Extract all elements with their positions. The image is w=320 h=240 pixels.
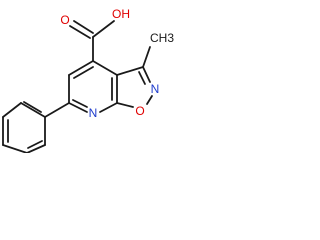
bond-c4-c3a — [92, 60, 118, 76]
hydroxyl-oh-label: OH — [112, 7, 130, 21]
bond-c-o-double-a — [69, 25, 91, 39]
bond-c6-phenyl — [44, 102, 70, 118]
bond-c-o-double-b — [73, 20, 94, 34]
bond-c5-c4 — [68, 60, 94, 76]
isoxazole-oxygen-label: O — [135, 104, 144, 118]
bond-c3a-c3 — [116, 66, 144, 76]
bond-ph-2-3 — [2, 102, 22, 118]
bond-ph-5-6 — [26, 144, 46, 153]
bond-n7-c6-inner — [72, 99, 88, 108]
chemical-structure: OH O CH3 N O N — [2, 7, 174, 153]
pyridine-nitrogen-label: N — [89, 106, 98, 120]
bond-c5-c4-inner — [73, 66, 94, 79]
bond-n7-c6 — [68, 102, 88, 113]
atom-labels: OH O CH3 N O N — [60, 7, 174, 120]
bonds — [2, 20, 153, 153]
isoxazole-nitrogen-label: N — [151, 82, 160, 96]
bond-c3-n2-inner — [138, 71, 146, 85]
bond-c3-methyl — [142, 46, 151, 68]
bond-ph-4-5 — [2, 144, 28, 153]
bond-o1-c7a — [116, 102, 134, 108]
bond-ph-1-2 — [20, 102, 46, 118]
bond-c-oh — [92, 20, 115, 38]
carbonyl-oxygen-label: O — [60, 13, 69, 27]
methyl-label: CH3 — [150, 31, 174, 45]
bond-ph-5-6-inner — [27, 140, 43, 149]
bond-c7a-n7 — [99, 102, 118, 113]
bond-ph-1-2-inner — [23, 101, 42, 113]
bond-n2-o1 — [146, 95, 153, 105]
bond-c3-n2 — [142, 66, 151, 83]
